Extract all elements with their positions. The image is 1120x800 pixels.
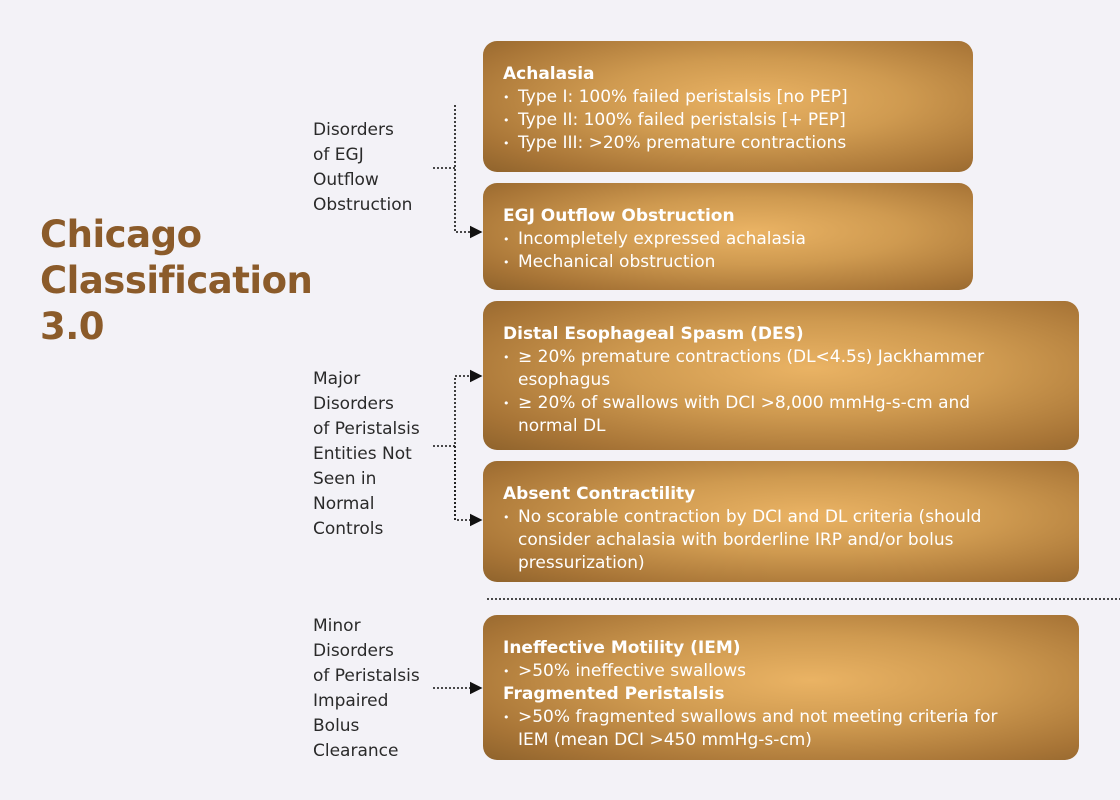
connector-major-top [433,376,481,520]
label-line: Obstruction [313,195,413,215]
connector-major-bottom [454,446,483,527]
label-line: Major [313,369,361,389]
box-heading: Achalasia [503,64,595,84]
box-heading: Fragmented Peristalsis [503,684,725,704]
box-minor-disorders: Ineffective Motility (IEM) >50% ineffect… [483,615,1079,760]
bullet-item: >50% ineffective swallows [503,660,1009,683]
bullet-item: Type I: 100% failed peristalsis [no PEP] [503,86,953,109]
bullet-item: ≥ 20% of swallows with DCI >8,000 mmHg-s… [503,392,1009,438]
label-line: of Peristalsis [313,419,420,439]
label-line: Disorders [313,394,394,414]
box-heading: Ineffective Motility (IEM) [503,638,741,658]
bullet-item: ≥ 20% premature contractions (DL<4.5s) J… [503,346,1009,392]
label-line: of EGJ [313,145,364,165]
label-line: Disorders [313,641,394,661]
title-line: Chicago [40,213,202,256]
bullet-item: >50% fragmented swallows and not meeting… [503,706,1009,752]
label-line: Normal [313,494,375,514]
bullet-item: Type III: >20% premature contractions [503,132,953,155]
box-absent-contractility: Absent Contractility No scorable contrac… [483,461,1079,582]
box-achalasia: Achalasia Type I: 100% failed peristalsi… [483,41,973,172]
box-heading: EGJ Outflow Obstruction [503,206,735,226]
label-line: Outflow [313,170,379,190]
label-line: Controls [313,519,384,539]
label-line: Clearance [313,741,399,761]
box-des: Distal Esophageal Spasm (DES) ≥ 20% prem… [483,301,1079,450]
label-line: Impaired [313,691,389,711]
connector-egj [433,105,481,232]
label-line: of Peristalsis [313,666,420,686]
title-line: 3.0 [40,305,105,348]
bullet-item: Incompletely expressed achalasia [503,228,953,251]
box-heading: Distal Esophageal Spasm (DES) [503,324,804,344]
bullet-item: Mechanical obstruction [503,251,953,274]
label-line: Disorders [313,120,394,140]
bullet-item: Type II: 100% failed peristalsis [+ PEP] [503,109,953,132]
page-title: Chicago Classification 3.0 [40,212,313,350]
label-line: Bolus [313,716,360,736]
box-egj-outflow: EGJ Outflow Obstruction Incompletely exp… [483,183,973,290]
label-line: Minor [313,616,361,636]
box-heading: Absent Contractility [503,484,696,504]
bullet-item: No scorable contraction by DCI and DL cr… [503,506,1019,575]
title-line: Classification [40,259,313,302]
label-line: Entities Not [313,444,412,464]
label-line: Seen in [313,469,377,489]
